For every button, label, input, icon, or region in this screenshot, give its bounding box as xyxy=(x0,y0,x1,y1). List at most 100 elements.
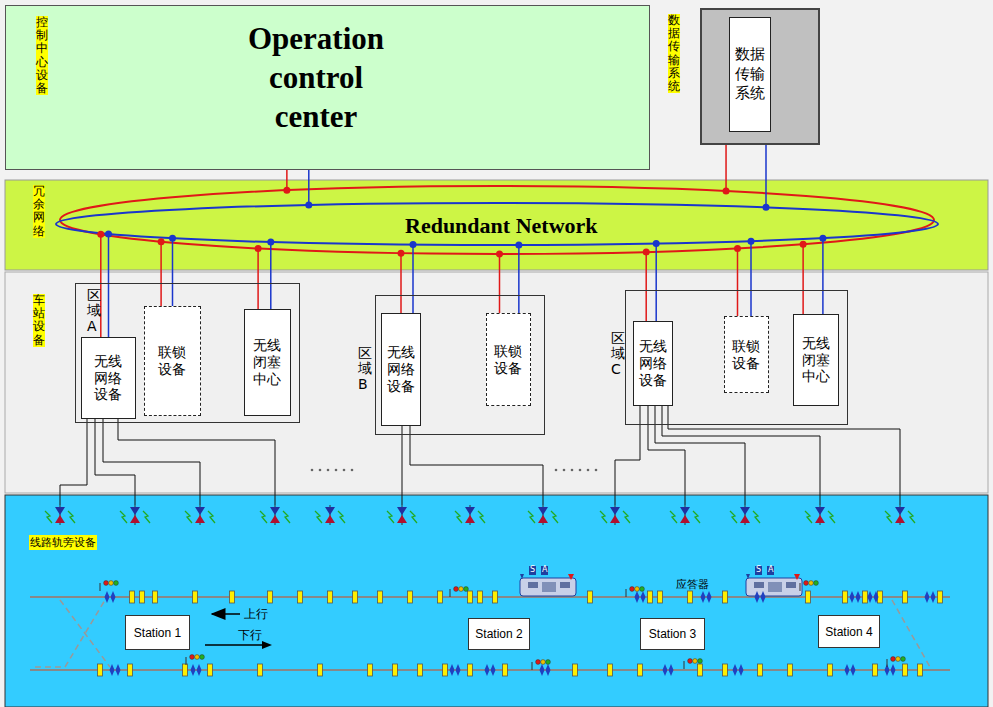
node-text: 联锁设备 xyxy=(157,344,188,378)
signal-lamp xyxy=(454,587,459,592)
antenna-symbol xyxy=(397,507,407,515)
network-link xyxy=(270,242,272,309)
antenna-symbol xyxy=(680,515,690,523)
junction-dot xyxy=(158,238,165,245)
balise xyxy=(723,664,728,676)
balise xyxy=(688,591,693,603)
balise xyxy=(468,591,473,603)
node-text: 无线闭塞中心 xyxy=(252,337,283,387)
network-link xyxy=(518,245,520,313)
balise xyxy=(353,591,358,603)
balise xyxy=(408,591,413,603)
signal-lamp xyxy=(464,587,469,592)
station-band: 车站设备区域A无线网络设备联锁设备无线闭塞中心区域B无线网络设备联锁设备区域C无… xyxy=(5,272,988,493)
equipment-box: 无线网络设备 xyxy=(633,321,673,406)
radio-wave xyxy=(528,511,535,523)
signal-lamp xyxy=(541,660,546,665)
signal-lamp xyxy=(698,659,703,664)
node-text: 区域A xyxy=(87,288,101,334)
antenna-symbol xyxy=(195,507,205,515)
antenna-symbol xyxy=(325,507,335,515)
antenna-symbol xyxy=(55,515,65,523)
node-text: 冗余网络 xyxy=(33,185,45,238)
red-ring xyxy=(60,186,934,254)
balise xyxy=(140,591,145,603)
track-circuit-mark xyxy=(635,591,640,603)
junction-dot xyxy=(763,204,770,211)
signal-post xyxy=(684,661,685,669)
region-box: 区域A 无线网络设备联锁设备 无线闭塞中心 xyxy=(75,283,300,423)
track-circuit-mark xyxy=(450,664,455,676)
balise xyxy=(478,591,483,603)
signal-lamp xyxy=(804,581,809,586)
signal-lamp xyxy=(195,655,200,660)
interlocking-box: 联锁设备 xyxy=(486,313,531,406)
node-text: 无线网络设备 xyxy=(386,344,417,394)
junction-dot xyxy=(653,240,660,247)
track-circuit-mark xyxy=(546,664,551,676)
track-circuit-mark xyxy=(197,664,202,676)
node-text: 线路轨旁设备 xyxy=(29,535,97,550)
radio-wave xyxy=(478,511,485,523)
region-box: 区域B无线网络设备联锁设备 xyxy=(375,295,545,435)
balise xyxy=(268,591,273,603)
node-text: Station 3 xyxy=(649,627,696,641)
node-text: 联锁设备 xyxy=(493,343,524,377)
radio-wave xyxy=(120,511,127,523)
region-box: 区域C无线网络设备联锁设备无线闭塞中心 xyxy=(625,290,848,425)
control-center-box: 控制中心设备 Operation control center xyxy=(5,5,650,170)
track-circuit-mark xyxy=(540,664,545,676)
radio-wave xyxy=(315,511,322,523)
node-text: 无线网络设备 xyxy=(638,338,669,388)
track-circuit-mark xyxy=(755,591,760,603)
junction-dot xyxy=(169,235,176,242)
signal-post xyxy=(450,589,451,597)
signal-lamp xyxy=(104,581,109,586)
signal-lamp xyxy=(693,659,698,664)
track-circuit-mark xyxy=(701,591,706,603)
radio-wave xyxy=(208,511,215,523)
track-circuit-mark xyxy=(491,664,496,676)
balise xyxy=(438,591,443,603)
track-circuit-mark xyxy=(707,591,712,603)
junction-dot xyxy=(800,241,807,248)
radio-wave xyxy=(45,511,52,523)
equipment-box: 无线网络设备 xyxy=(81,337,136,419)
track-circuit-mark xyxy=(485,664,490,676)
track-circuit-mark xyxy=(111,591,116,603)
balise xyxy=(806,591,811,603)
node-text: 控制中心设备 xyxy=(36,16,48,95)
network-link xyxy=(499,254,501,313)
track-circuit-mark xyxy=(739,664,744,676)
signal-lamp xyxy=(814,581,819,586)
network-link xyxy=(400,253,402,313)
antenna-wires xyxy=(60,405,900,505)
balise xyxy=(443,664,448,676)
node-text: 联锁设备 xyxy=(731,338,762,372)
radio-wave xyxy=(455,511,462,523)
signal-lamp xyxy=(546,660,551,665)
node-text: Operation control center xyxy=(231,20,401,136)
signal-lamp xyxy=(630,587,635,592)
signal-lamp xyxy=(891,657,896,662)
blue-ring xyxy=(56,203,938,245)
signal-post xyxy=(800,583,801,591)
balise xyxy=(183,664,188,676)
node-text: Station 4 xyxy=(825,625,872,639)
track-circuit-mark xyxy=(116,664,121,676)
node-text: Station 1 xyxy=(134,626,181,640)
signal-lamp xyxy=(640,587,645,592)
network-link xyxy=(160,242,162,306)
balise xyxy=(873,664,878,676)
antenna-symbol xyxy=(895,515,905,523)
radio-wave xyxy=(410,511,417,523)
network-link xyxy=(412,245,414,313)
junction-dot xyxy=(748,238,755,245)
station-band xyxy=(5,272,988,493)
track-circuit-mark xyxy=(851,664,856,676)
equipment-box: 无线网络设备 xyxy=(381,313,421,426)
balise xyxy=(318,664,323,676)
signal-lamp xyxy=(114,581,119,586)
balise xyxy=(843,591,848,603)
system-inner-box: 数据传输系统 xyxy=(729,17,771,132)
